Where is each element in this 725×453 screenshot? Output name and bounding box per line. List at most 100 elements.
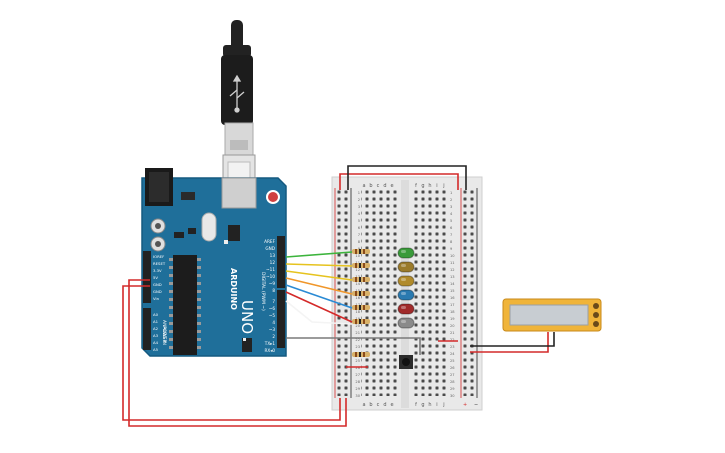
row-number: 30 <box>355 394 360 398</box>
row-number: 3 <box>450 205 452 209</box>
column-letter: d <box>383 402 386 408</box>
jumpers <box>346 340 458 368</box>
column-letter: g <box>421 183 424 189</box>
pin-label: ~11 <box>266 267 275 272</box>
pin-label: A4 <box>153 340 159 345</box>
led <box>397 317 415 329</box>
led <box>397 261 415 273</box>
power-pin-labels: IOREF RESET 3.3V 5V GND GND Vin <box>153 254 166 301</box>
column-letter: f <box>415 402 417 408</box>
row-number: 10 <box>355 254 360 258</box>
digital-pin-labels-bottom: 7 ~6 ~5 4 ~3 2 TX▸1 RX◂0 <box>264 299 276 353</box>
row-number: 19 <box>450 317 455 321</box>
row-number: 5 <box>450 219 452 223</box>
row-number: 20 <box>450 324 455 328</box>
wire-red-5v <box>128 279 347 427</box>
column-letter: e <box>390 183 393 189</box>
resistor <box>352 319 370 324</box>
pin-label: 2 <box>272 334 275 339</box>
pin-label: Vin <box>153 296 160 301</box>
row-number: 27 <box>355 373 360 377</box>
pin-label: AREF <box>264 239 275 244</box>
row-number: 1 <box>450 191 452 195</box>
wire-pin-9 <box>285 284 353 309</box>
wire-pin-2 <box>286 337 421 355</box>
row-number: 11 <box>450 261 455 265</box>
column-letter: f <box>415 183 417 189</box>
arduino-model-text: UNO <box>238 300 256 334</box>
pin-label: A0 <box>153 312 159 317</box>
row-number: 27 <box>450 373 455 377</box>
row-number: 16 <box>450 296 455 300</box>
resistor <box>352 263 370 268</box>
wire-red-gnd <box>122 285 341 421</box>
pin-label: A3 <box>153 333 159 338</box>
pin-label: GND <box>265 246 275 251</box>
column-letter: h <box>428 183 431 189</box>
row-number: 25 <box>450 359 455 363</box>
usb-b-port <box>221 177 257 209</box>
led <box>397 289 415 301</box>
resistor <box>352 249 370 254</box>
pin-label: GND <box>153 282 162 287</box>
rail-plus-label: + <box>463 402 467 408</box>
terminal-strip-right <box>413 190 449 396</box>
row-number: 6 <box>358 226 361 230</box>
arduino-brand-text: ARDUINO <box>229 268 238 310</box>
pin-label: IOREF <box>153 254 164 259</box>
resistor <box>352 352 370 357</box>
row-number: 13 <box>450 275 455 279</box>
column-letter: b <box>369 183 372 189</box>
analog-header <box>143 308 151 350</box>
column-letter: h <box>428 402 431 408</box>
display-pin <box>593 303 599 309</box>
row-number: 6 <box>450 226 453 230</box>
breadboard: a b c d e f g h i j a b c d e f g h i j … <box>331 176 483 411</box>
row-number: 7 <box>450 233 452 237</box>
column-letter: d <box>383 183 386 189</box>
wire-pin-12 <box>285 263 353 267</box>
power-rail-right <box>462 190 476 396</box>
usb-icon <box>229 74 245 113</box>
row-number: 4 <box>450 212 453 216</box>
column-letter: b <box>369 402 372 408</box>
pin-label: 3.3V <box>153 268 162 273</box>
display-module <box>502 298 602 332</box>
row-number: 12 <box>355 268 360 272</box>
wire-bb-display-red <box>470 332 549 353</box>
push-button[interactable] <box>399 355 413 369</box>
power-rail-left <box>336 190 350 396</box>
leds <box>397 247 415 329</box>
resistors <box>352 249 370 357</box>
column-letter: i <box>436 183 437 189</box>
row-number: 7 <box>358 233 360 237</box>
row-number: 15 <box>450 289 455 293</box>
row-number: 26 <box>450 366 455 370</box>
row-numbers-right: 1234567891011121314151617181920212223242… <box>450 191 455 398</box>
wire-black-top <box>347 165 467 190</box>
pin-label: ~6 <box>269 306 276 311</box>
row-number: 29 <box>355 387 360 391</box>
analog-pin-labels: A0 A1 A2 A3 A4 A5 <box>153 312 159 352</box>
row-number: 18 <box>450 310 455 314</box>
row-number: 25 <box>355 359 360 363</box>
wire-pin-7 <box>285 300 353 325</box>
pin-label: A5 <box>153 347 159 352</box>
row-number: 10 <box>450 254 455 258</box>
row-number: 28 <box>450 380 455 384</box>
resistor <box>352 291 370 296</box>
atmega-chip <box>173 255 197 355</box>
led <box>397 303 415 315</box>
wire-pin-11 <box>285 270 353 281</box>
display-pin <box>593 321 599 327</box>
wire-pin-13 <box>285 251 353 258</box>
row-number: 14 <box>450 282 455 286</box>
power-header-label: POWER <box>161 326 167 343</box>
row-number: 16 <box>355 296 360 300</box>
arduino-uno-board: ARDUINO UNO DIGITAL (PWM ~) POWER ANALOG… <box>141 168 287 357</box>
pin-label: ~3 <box>269 327 276 332</box>
display-pin <box>593 312 599 318</box>
column-letter: e <box>390 402 393 408</box>
reset-button[interactable] <box>266 190 280 204</box>
